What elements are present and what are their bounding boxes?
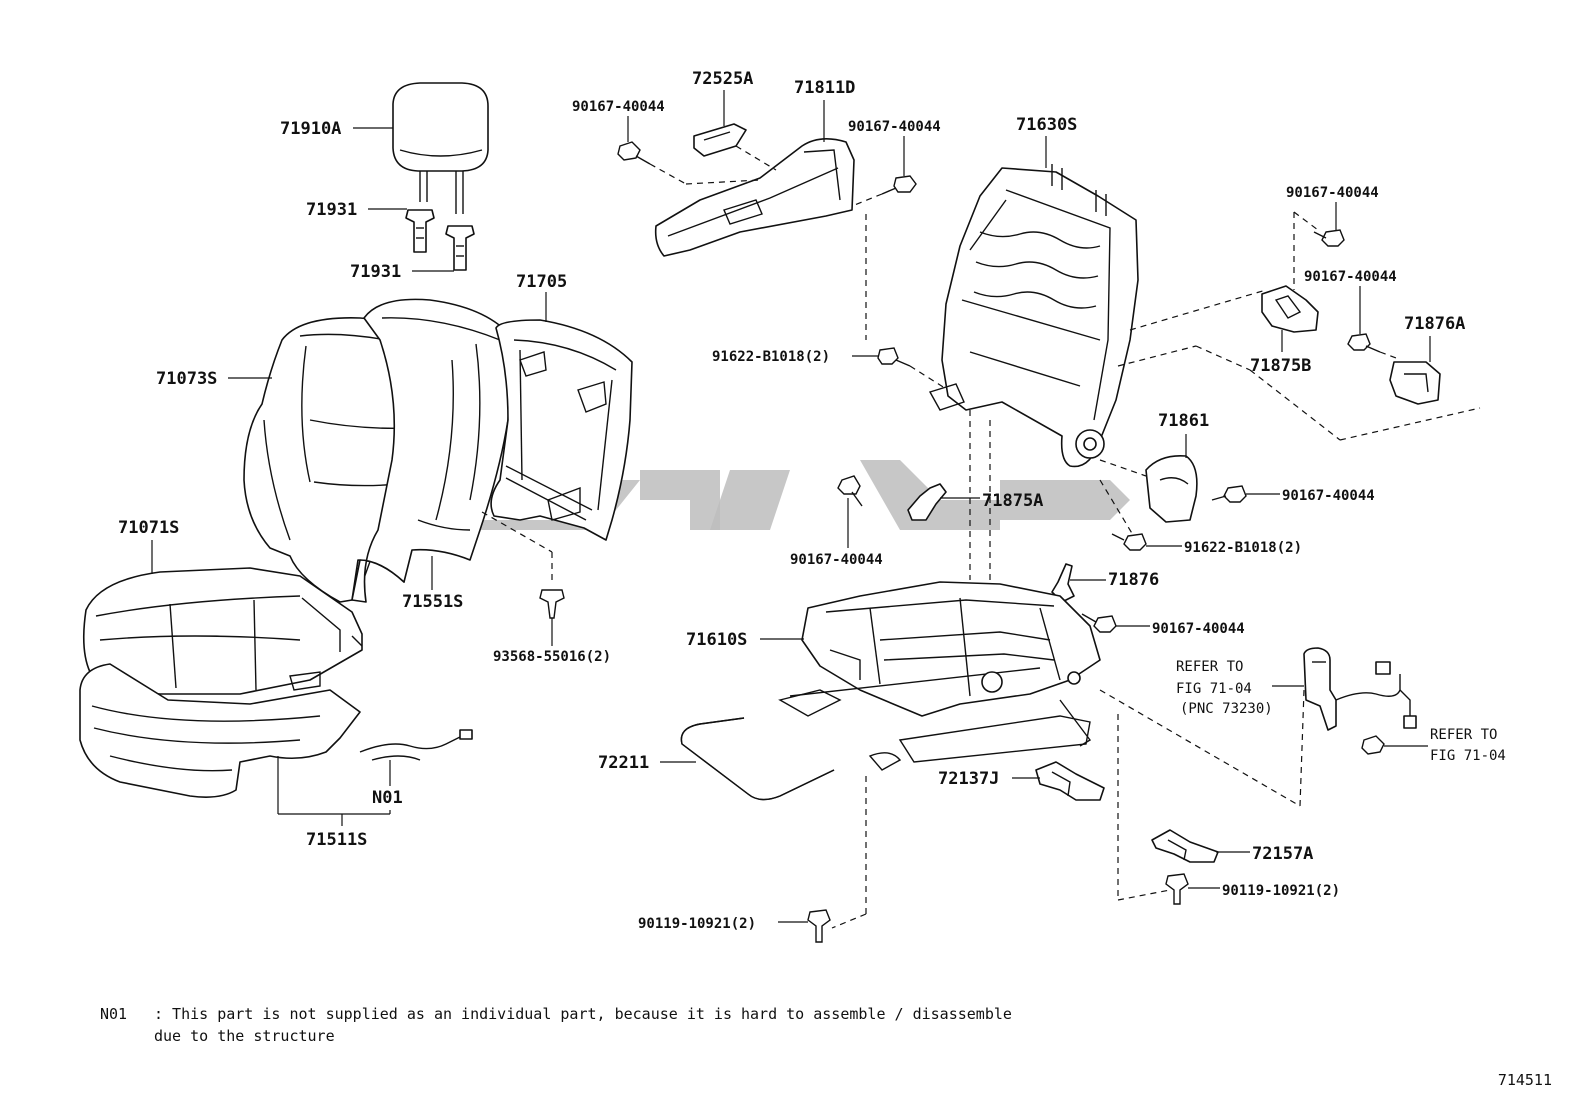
screw-90167-40044-f[interactable] [837, 475, 863, 507]
cover-72525a[interactable] [693, 123, 747, 157]
bracket-71876[interactable] [1051, 563, 1075, 603]
label-71931-upper: 71931 [306, 200, 357, 220]
label-71811d: 71811D [794, 78, 855, 98]
footnote-text-line2: due to the structure [154, 1027, 335, 1045]
footnote-text-line1: : This part is not supplied as an indivi… [154, 1005, 1012, 1023]
cover-72157a[interactable] [1151, 829, 1219, 863]
screw-90167-40044-e[interactable] [1211, 485, 1247, 503]
label-93568-55016: 93568-55016(2) [493, 649, 611, 665]
label-71551s: 71551S [402, 592, 463, 612]
footnote-key: N01 [100, 1005, 128, 1023]
screw-90167-40044-a[interactable] [617, 141, 651, 165]
cover-71876a[interactable] [1389, 361, 1441, 405]
seat-wire-72211[interactable] [680, 717, 835, 801]
label-90167-a: 90167-40044 [572, 99, 665, 115]
label-90167-g: 90167-40044 [1152, 621, 1245, 637]
cushion-frame-71610s[interactable] [778, 581, 1101, 771]
label-90167-f: 90167-40044 [790, 552, 883, 568]
label-90167-b: 90167-40044 [848, 119, 941, 135]
label-91622-a: 91622-B1018(2) [712, 349, 830, 365]
cover-71861[interactable] [1145, 454, 1198, 523]
label-71630s: 71630S [1016, 115, 1077, 135]
bolt-91622-b1018-b[interactable] [1111, 533, 1147, 551]
cover-71875b[interactable] [1261, 285, 1319, 333]
label-72137j: 72137J [938, 769, 999, 789]
label-72157a: 72157A [1252, 844, 1313, 864]
label-90119-b: 90119-10921(2) [1222, 883, 1340, 899]
label-72525a: 72525A [692, 69, 753, 89]
label-90167-d: 90167-40044 [1304, 269, 1397, 285]
label-71875b: 71875B [1250, 356, 1311, 376]
screw-90167-40044-g[interactable] [1081, 613, 1117, 633]
refer-a-line3: (PNC 73230) [1180, 701, 1273, 717]
cushion-cover-71071s[interactable] [82, 567, 363, 695]
seatback-board-71705[interactable] [490, 319, 633, 541]
label-90167-e: 90167-40044 [1282, 488, 1375, 504]
cover-72137j[interactable] [1035, 761, 1105, 801]
label-n01: N01 [372, 788, 403, 808]
clip-93568-55016[interactable] [539, 589, 565, 619]
label-71875a: 71875A [982, 491, 1043, 511]
seatback-frame-71630s[interactable] [928, 164, 1139, 468]
refer-b-line2: FIG 71-04 [1430, 748, 1506, 764]
refer-a-line1: REFER TO [1176, 659, 1243, 675]
bracket-71875a[interactable] [907, 483, 947, 521]
screw-90167-40044-b[interactable] [881, 175, 917, 195]
label-71910a: 71910A [280, 119, 341, 139]
seatbelt-buckle[interactable] [1303, 647, 1417, 731]
label-71861: 71861 [1158, 411, 1209, 431]
cushion-pad[interactable] [79, 663, 361, 798]
bolt-90119-10921-a[interactable] [807, 909, 831, 943]
label-71876: 71876 [1108, 570, 1159, 590]
headrest-71910a[interactable] [392, 82, 489, 214]
label-72211: 72211 [598, 753, 649, 773]
headrest-support-71931-lower[interactable] [445, 225, 475, 271]
bolt-90119-10921-b[interactable] [1165, 873, 1189, 905]
label-90167-c: 90167-40044 [1286, 185, 1379, 201]
label-71071s: 71071S [118, 518, 179, 538]
label-71931-lower: 71931 [350, 262, 401, 282]
label-71073s: 71073S [156, 369, 217, 389]
label-71876a: 71876A [1404, 314, 1465, 334]
label-71610s: 71610S [686, 630, 747, 650]
screw-90167-40044-d[interactable] [1347, 333, 1381, 353]
seat-shield-71811d[interactable] [654, 138, 855, 257]
buckle-nut[interactable] [1361, 735, 1385, 755]
label-71511s: 71511S [306, 830, 367, 850]
bolt-91622-b1018-a[interactable] [877, 347, 911, 367]
refer-a-line2: FIG 71-04 [1176, 681, 1252, 697]
label-91622-b: 91622-B1018(2) [1184, 540, 1302, 556]
footnote-n01: N01 : This part is not supplied as an ind… [100, 1003, 1012, 1047]
label-90119-a: 90119-10921(2) [638, 916, 756, 932]
label-71705: 71705 [516, 272, 567, 292]
seatback-pad-71551s[interactable] [351, 298, 515, 603]
refer-b-line1: REFER TO [1430, 727, 1497, 743]
wire-harness-n01[interactable] [359, 729, 473, 761]
headrest-support-71931-upper[interactable] [405, 209, 435, 253]
figure-number: 714511 [1497, 1071, 1552, 1089]
screw-90167-40044-c[interactable] [1313, 229, 1345, 247]
